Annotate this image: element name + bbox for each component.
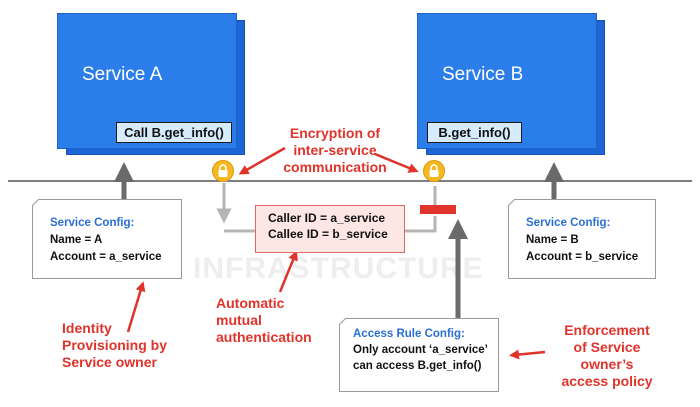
config-a-account: Account = a_service xyxy=(50,251,162,263)
identity-provisioning-label: Identity Provisioning by Service owner xyxy=(62,320,168,370)
service-a-box: Service A Call B.get_info() xyxy=(57,13,237,149)
arrow-icon xyxy=(509,349,546,360)
arrow-icon xyxy=(238,146,286,175)
mutual-auth-box: Caller ID = a_service Callee ID = b_serv… xyxy=(255,205,405,253)
service-config-b: Service Config: Name = B Account = b_ser… xyxy=(508,199,656,279)
lock-icon xyxy=(212,160,234,182)
encryption-label: Encryption of inter-service communicatio… xyxy=(283,125,387,175)
access-rule-config: Access Rule Config: Only account ‘a_serv… xyxy=(339,318,499,392)
access-rule-line2: can access B.get_info() xyxy=(353,360,482,372)
config-a-heading: Service Config: xyxy=(50,217,135,229)
config-b-heading: Service Config: xyxy=(526,217,611,229)
arrow-icon xyxy=(278,250,298,293)
lock-icon xyxy=(423,160,445,182)
service-a-title: Service A xyxy=(82,64,163,85)
arrow-icon xyxy=(374,152,419,173)
service-config-a: Service Config: Name = A Account = a_ser… xyxy=(32,199,182,279)
call-b-get-info-box: Call B.get_info() xyxy=(116,122,232,143)
access-rule-line1: Only account ‘a_service’ xyxy=(353,344,488,356)
access-rule-frame xyxy=(339,318,499,392)
arrow-icon xyxy=(126,281,146,333)
service-config-a-frame xyxy=(32,199,182,279)
mutual-auth-label: Automatic mutual authentication xyxy=(216,295,312,345)
callee-id: Callee ID = b_service xyxy=(268,227,388,241)
enforcement-label: Enforcement of Service owner’s access po… xyxy=(561,322,653,389)
service-b-title: Service B xyxy=(442,64,524,85)
config-b-account: Account = b_service xyxy=(526,251,639,263)
service-config-b-frame xyxy=(508,199,656,279)
config-a-name: Name = A xyxy=(50,234,103,246)
caller-id: Caller ID = a_service xyxy=(268,211,386,225)
service-b-box: Service B B.get_info() xyxy=(417,13,597,149)
enforcement-marker xyxy=(420,205,456,214)
config-b-name: Name = B xyxy=(526,234,579,246)
access-rule-heading: Access Rule Config: xyxy=(353,328,465,340)
b-get-info-box: B.get_info() xyxy=(427,122,522,143)
infrastructure-watermark: INFRASTRUCTURE xyxy=(193,252,484,285)
